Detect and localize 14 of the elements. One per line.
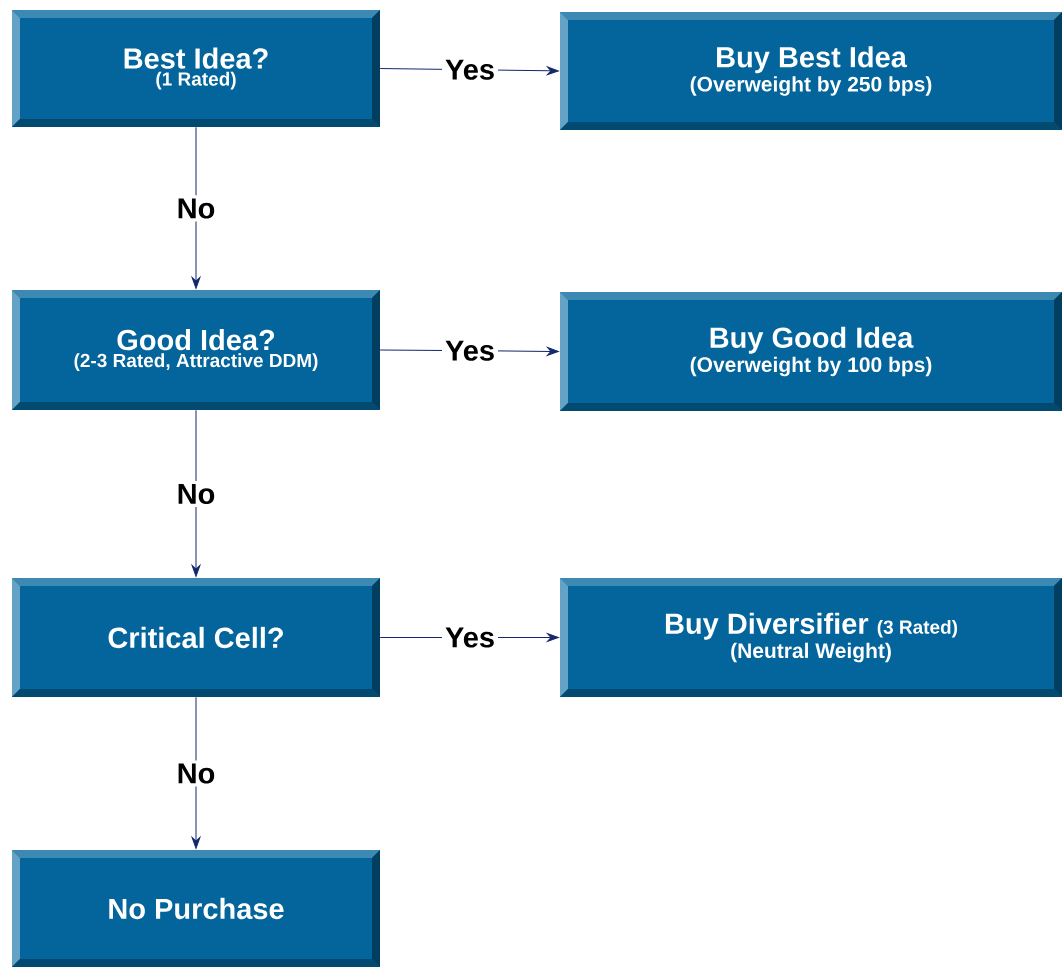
process-box: Best Idea? (1 Rated) (12, 10, 380, 127)
edge-label: No (173, 480, 219, 508)
edge-label: Yes (442, 337, 498, 364)
process-box: Critical Cell? (12, 578, 380, 697)
process-box: Buy Good Idea (Overweight by 100 bps) (560, 292, 1062, 411)
edge-label: Yes (442, 56, 498, 83)
edge-label: No (173, 760, 219, 787)
edge-label: No (173, 195, 219, 222)
process-box: No Purchase (12, 850, 380, 967)
process-box: Buy Best Idea (Overweight by 250 bps) (560, 12, 1062, 130)
process-box: Buy Diversifier (3 Rated) (Neutral Weight) (560, 578, 1062, 697)
process-box: Good Idea? (2-3 Rated, Attractive DDM) (12, 290, 380, 410)
arrow (191, 409, 201, 577)
edge-label: Yes (442, 624, 498, 651)
